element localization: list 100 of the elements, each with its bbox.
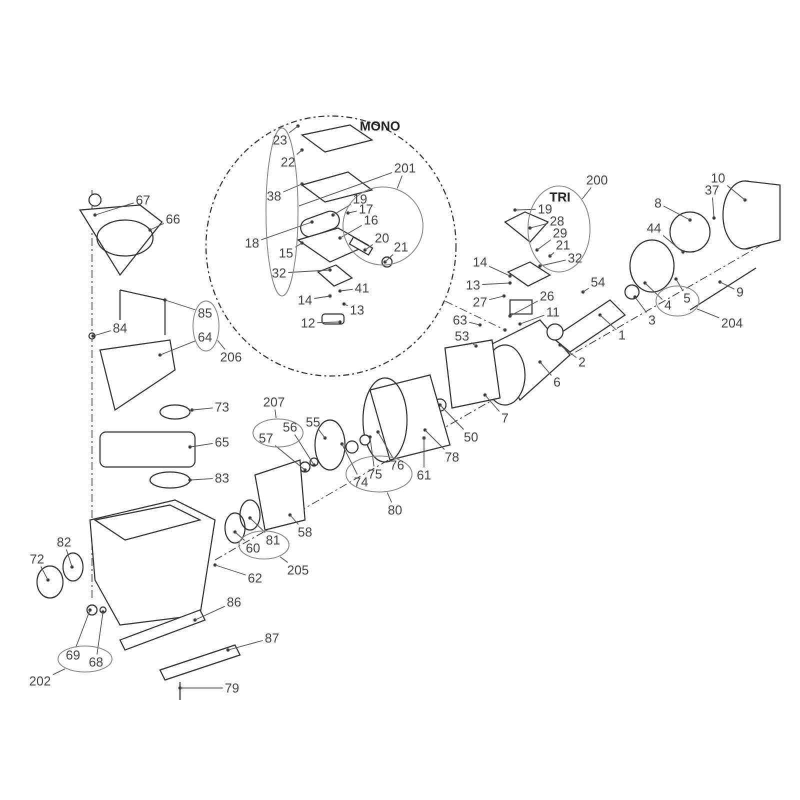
callout-number: 85 xyxy=(196,306,214,320)
callout-number: 21 xyxy=(554,238,572,252)
leader-line xyxy=(92,330,112,336)
leader-line xyxy=(550,252,555,256)
leader-line xyxy=(214,564,246,576)
callout-number: 32 xyxy=(566,252,584,264)
callout-number: 26 xyxy=(538,290,556,302)
callout-number: 28 xyxy=(548,214,566,228)
callout-number: 66 xyxy=(164,212,182,226)
leader-line xyxy=(190,478,214,480)
callout-number: 61 xyxy=(416,468,432,482)
callout-number: 22 xyxy=(280,156,296,168)
callout-number: 3 xyxy=(647,314,657,326)
leader-line xyxy=(514,208,536,210)
leader-line xyxy=(536,239,552,250)
callout-number: 80 xyxy=(386,504,404,516)
callout-number: 20 xyxy=(374,232,390,244)
leader-line xyxy=(364,244,374,250)
callout-number: 207 xyxy=(262,396,286,408)
callout-number: 75 xyxy=(366,468,384,480)
callout-number: 38 xyxy=(266,190,282,202)
leader-line xyxy=(260,222,312,240)
callout-number: 21 xyxy=(392,240,410,254)
leader-line xyxy=(294,242,302,248)
leader-line xyxy=(294,434,314,466)
callout-number: 72 xyxy=(28,552,46,566)
callout-number: 50 xyxy=(462,430,480,444)
callout-number: 68 xyxy=(88,656,104,668)
leader-line xyxy=(234,532,246,541)
leader-line xyxy=(488,296,504,300)
callout-number: 16 xyxy=(362,214,380,226)
callout-number: 58 xyxy=(296,526,314,538)
callout-number: 200 xyxy=(585,174,609,186)
callout-number: 13 xyxy=(464,278,482,292)
callout-number: 2 xyxy=(577,356,587,368)
callout-number: 23 xyxy=(272,134,288,146)
callout-number: 74 xyxy=(352,476,370,488)
callout-number: 7 xyxy=(500,412,510,424)
leader-line xyxy=(582,187,592,200)
leader-line xyxy=(164,300,196,310)
callout-number: 76 xyxy=(388,458,406,472)
callout-number: 41 xyxy=(354,282,370,294)
callout-number: 73 xyxy=(214,400,230,414)
callout-number: 79 xyxy=(224,682,240,694)
callout-number: 87 xyxy=(264,632,280,644)
leader-line xyxy=(194,606,226,620)
leader-line xyxy=(530,222,548,228)
leader-line xyxy=(288,270,330,273)
callout-number: 205 xyxy=(286,564,310,576)
leader-line xyxy=(444,300,506,330)
callout-number: 55 xyxy=(304,416,322,428)
callout-number: 32 xyxy=(270,266,288,280)
callout-number: 19 xyxy=(352,192,368,206)
leader-line xyxy=(470,342,476,346)
group-ellipse xyxy=(265,127,299,297)
callout-number: 14 xyxy=(296,294,314,306)
group-ellipse xyxy=(192,300,220,352)
leader-line xyxy=(296,150,302,155)
group-ellipse xyxy=(238,530,290,560)
leader-line xyxy=(424,430,445,450)
callout-number: 78 xyxy=(444,450,460,464)
detail-heading: MONO xyxy=(360,120,400,132)
callout-number: 82 xyxy=(56,536,72,548)
callout-number: 69 xyxy=(64,648,82,662)
callout-number: 1 xyxy=(617,328,627,342)
callout-number: 63 xyxy=(452,314,468,326)
leader-line xyxy=(250,518,266,533)
callout-number: 65 xyxy=(214,436,230,448)
leader-line xyxy=(75,610,90,648)
leader-line xyxy=(52,668,66,676)
leader-line xyxy=(712,197,714,218)
leader-line xyxy=(510,300,538,316)
leader-line xyxy=(663,206,690,220)
callout-number: 57 xyxy=(258,432,274,444)
callout-number: 67 xyxy=(134,194,152,206)
callout-number: 60 xyxy=(244,542,262,554)
callout-number: 27 xyxy=(472,296,488,308)
leader-line xyxy=(644,282,663,300)
callout-number: 19 xyxy=(536,202,554,216)
leader-line xyxy=(316,322,340,324)
callout-number: 204 xyxy=(720,316,744,330)
leader-line xyxy=(484,394,500,412)
detail-heading: TRI xyxy=(550,190,570,204)
leader-line xyxy=(468,322,480,326)
leader-line xyxy=(66,549,72,568)
leader-line xyxy=(94,202,134,216)
callout-number: 64 xyxy=(196,330,214,344)
leader-line xyxy=(96,612,104,655)
group-ellipse xyxy=(252,418,304,448)
leader-line xyxy=(370,436,374,467)
leader-line xyxy=(314,296,330,299)
leader-line xyxy=(540,260,566,266)
group-ellipse xyxy=(342,186,424,266)
leader-line xyxy=(378,432,394,458)
callout-number: 44 xyxy=(646,222,662,234)
callout-number: 14 xyxy=(472,256,488,268)
leader-line xyxy=(520,314,545,324)
callout-number: 18 xyxy=(244,236,260,250)
leader-line xyxy=(384,254,394,262)
leader-line xyxy=(348,210,358,214)
